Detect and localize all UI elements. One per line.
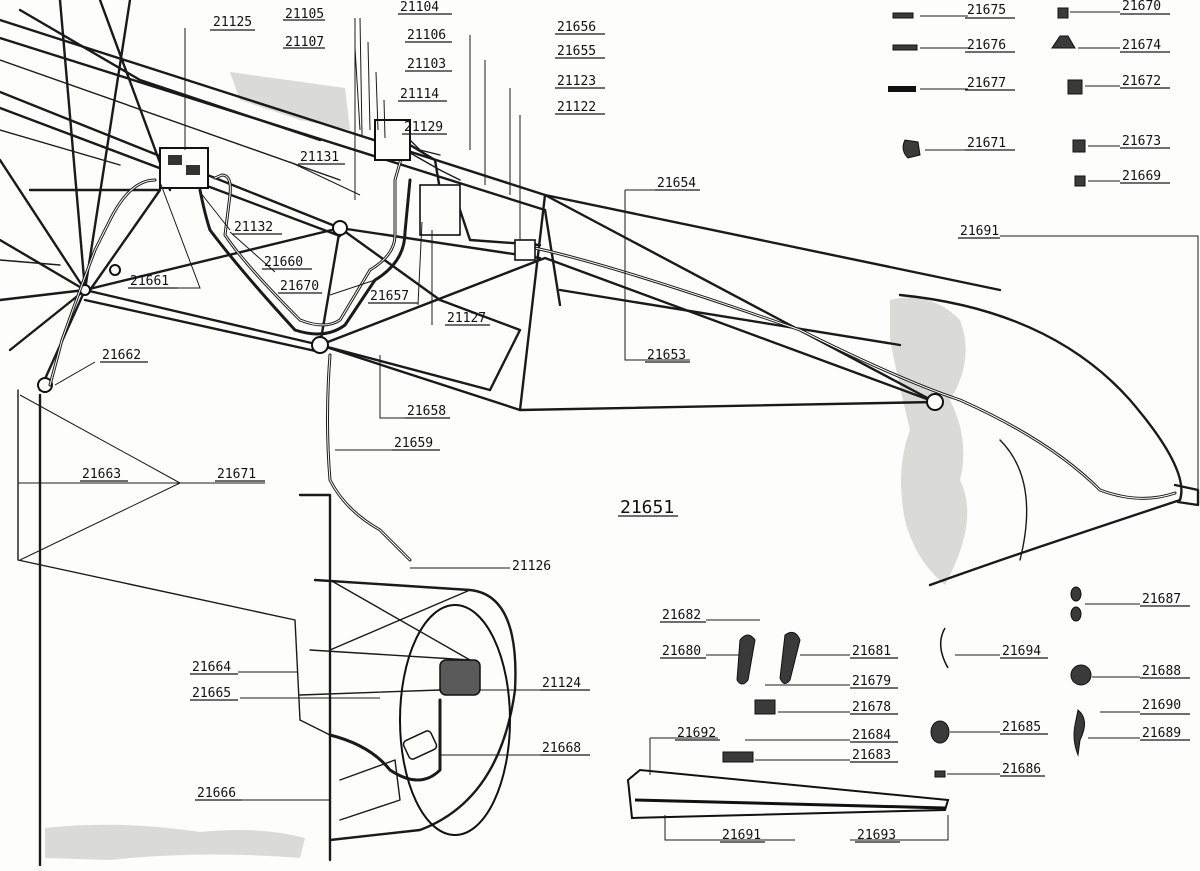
- label-21688: 21688: [1142, 664, 1181, 679]
- label-21677: 21677: [967, 76, 1006, 91]
- label-21673: 21673: [1122, 134, 1161, 149]
- label-21671-frame: 21671: [217, 467, 256, 482]
- label-21123: 21123: [557, 74, 596, 89]
- label-21127: 21127: [447, 311, 486, 326]
- label-21107: 21107: [285, 35, 324, 50]
- label-21680: 21680: [662, 644, 701, 659]
- label-21654: 21654: [657, 176, 696, 191]
- label-21104: 21104: [400, 0, 439, 15]
- part-number-labels: 21125 21105 21104 21107 21106 21103 2111…: [82, 0, 1181, 843]
- label-21660: 21660: [264, 255, 303, 270]
- label-21668: 21668: [542, 741, 581, 756]
- label-21669: 21669: [1122, 169, 1161, 184]
- cockpit-components: [159, 119, 536, 261]
- label-21676: 21676: [967, 38, 1006, 53]
- label-21659: 21659: [394, 436, 433, 451]
- frame-joints: [37, 220, 944, 411]
- label-21658: 21658: [407, 404, 446, 419]
- label-21689: 21689: [1142, 726, 1181, 741]
- small-parts-lower-right: [626, 586, 1092, 820]
- label-21686: 21686: [1002, 762, 1041, 777]
- label-21132: 21132: [234, 220, 273, 235]
- label-21671-part: 21671: [967, 136, 1006, 151]
- label-21691-tail: 21691: [960, 224, 999, 239]
- label-21670-part: 21670: [1122, 0, 1161, 14]
- label-21684: 21684: [852, 728, 891, 743]
- label-21662: 21662: [102, 348, 141, 363]
- seat-assembly: [38, 393, 517, 867]
- label-21666: 21666: [197, 786, 236, 801]
- label-21129: 21129: [404, 120, 443, 135]
- label-21103: 21103: [407, 57, 446, 72]
- label-21124: 21124: [542, 676, 581, 691]
- label-21690: 21690: [1142, 698, 1181, 713]
- label-21657: 21657: [370, 289, 409, 304]
- assembly-number: 21651: [620, 497, 674, 518]
- leader-lines: [18, 11, 1199, 841]
- control-lines: [17, 134, 1177, 782]
- label-21655: 21655: [557, 44, 596, 59]
- label-21687: 21687: [1142, 592, 1181, 607]
- label-21665: 21665: [192, 686, 231, 701]
- label-21693: 21693: [857, 828, 896, 843]
- label-21682: 21682: [662, 608, 701, 623]
- label-21653: 21653: [647, 348, 686, 363]
- label-21125: 21125: [213, 15, 252, 30]
- label-21675: 21675: [967, 3, 1006, 18]
- label-21683: 21683: [852, 748, 891, 763]
- label-21126: 21126: [512, 559, 551, 574]
- label-21678: 21678: [852, 700, 891, 715]
- label-underlines: [80, 13, 1190, 843]
- label-21681: 21681: [852, 644, 891, 659]
- label-21691-strip: 21691: [722, 828, 761, 843]
- label-21694: 21694: [1002, 644, 1041, 659]
- torn-fabric-shapes: [45, 72, 968, 860]
- label-21661: 21661: [130, 274, 169, 289]
- label-21122: 21122: [557, 100, 596, 115]
- label-21674: 21674: [1122, 38, 1161, 53]
- label-21672: 21672: [1122, 74, 1161, 89]
- fuselage-frame: [0, 0, 1002, 412]
- label-21685: 21685: [1002, 720, 1041, 735]
- tail-cone: [898, 293, 1200, 587]
- label-21670-frame: 21670: [280, 279, 319, 294]
- label-21114: 21114: [400, 87, 439, 102]
- label-21656: 21656: [557, 20, 596, 35]
- label-21105: 21105: [285, 7, 324, 22]
- label-21692: 21692: [677, 726, 716, 741]
- label-21663: 21663: [82, 467, 121, 482]
- label-21679: 21679: [852, 674, 891, 689]
- label-21106: 21106: [407, 28, 446, 43]
- small-parts-top-right: [888, 7, 1086, 187]
- label-21131: 21131: [300, 150, 339, 165]
- label-21664: 21664: [192, 660, 231, 675]
